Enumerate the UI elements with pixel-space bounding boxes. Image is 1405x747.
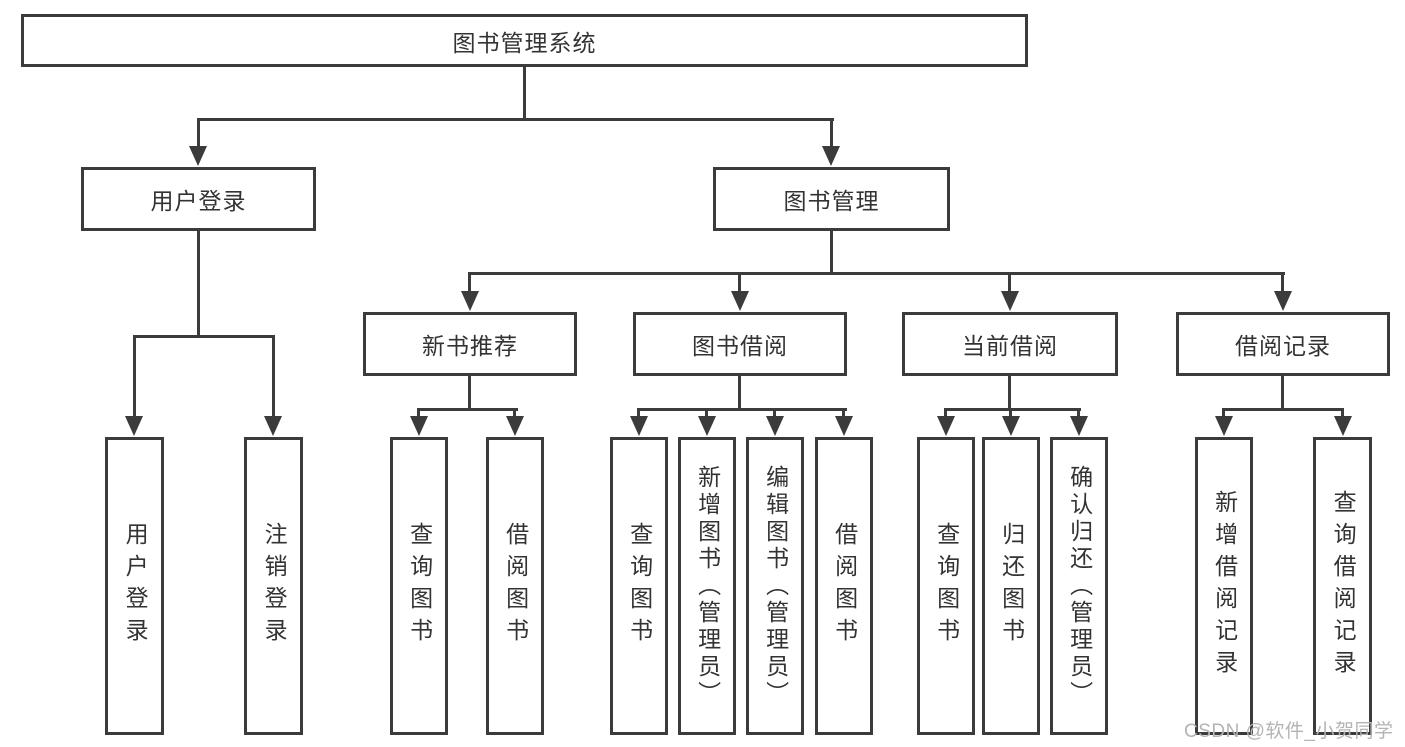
node-label: 确认归还（管理员）	[1066, 464, 1093, 708]
node-label: 归还图书	[998, 522, 1025, 650]
node-label: 借阅图书	[831, 522, 858, 650]
connector-line	[1008, 272, 1011, 304]
connector-line	[830, 231, 833, 275]
leaf-borrow-books-recommend: 借阅图书	[486, 437, 544, 735]
leaf-add-book-admin: 新增图书（管理员）	[678, 437, 736, 735]
arrowhead-icon	[506, 416, 524, 436]
connector-line	[738, 272, 741, 304]
arrowhead-icon	[698, 416, 716, 436]
node-user-login: 用户登录	[81, 167, 316, 231]
arrowhead-icon	[937, 416, 955, 436]
connector-line	[133, 335, 275, 338]
arrowhead-icon	[731, 291, 749, 311]
connector-line	[133, 335, 136, 427]
arrowhead-icon	[1274, 291, 1292, 311]
leaf-add-borrow-record: 新增借阅记录	[1195, 437, 1253, 735]
connector-line	[272, 335, 275, 427]
arrowhead-icon	[1002, 416, 1020, 436]
arrowhead-icon	[630, 416, 648, 436]
node-current-borrow: 当前借阅	[902, 312, 1118, 376]
node-label: 编辑图书（管理员）	[762, 464, 789, 708]
node-label: 注销登录	[261, 522, 288, 650]
connector-line	[468, 376, 471, 411]
node-book-borrow: 图书借阅	[633, 312, 847, 376]
connector-line	[1281, 376, 1284, 411]
arrowhead-icon	[822, 146, 840, 166]
leaf-return-books: 归还图书	[982, 437, 1040, 735]
leaf-query-books-recommend: 查询图书	[390, 437, 448, 735]
connector-line	[830, 118, 833, 156]
connector-line	[637, 408, 847, 411]
node-label: 查询借阅记录	[1330, 490, 1357, 682]
leaf-edit-book-admin: 编辑图书（管理员）	[746, 437, 804, 735]
arrowhead-icon	[1215, 416, 1233, 436]
node-borrow-records: 借阅记录	[1176, 312, 1390, 376]
node-label: 查询图书	[406, 522, 433, 650]
connector-line	[468, 272, 471, 304]
leaf-logout: 注销登录	[244, 437, 303, 735]
node-label: 借阅图书	[502, 522, 529, 650]
node-label: 查询图书	[626, 522, 653, 650]
connector-line	[944, 408, 1081, 411]
connector-line	[1222, 408, 1344, 411]
node-label: 新增图书（管理员）	[694, 464, 721, 708]
node-book-management: 图书管理	[713, 167, 950, 231]
connector-line	[197, 231, 200, 338]
leaf-borrow-books: 借阅图书	[815, 437, 873, 735]
connector-line	[197, 118, 834, 121]
leaf-user-login: 用户登录	[105, 437, 164, 735]
connector-line	[523, 67, 526, 121]
connector-line	[468, 272, 1285, 275]
leaf-query-books-current: 查询图书	[917, 437, 975, 735]
connector-line	[1008, 376, 1011, 411]
arrowhead-icon	[189, 146, 207, 166]
node-library-management-system: 图书管理系统	[21, 14, 1028, 67]
arrowhead-icon	[264, 416, 282, 436]
arrowhead-icon	[125, 416, 143, 436]
connector-line	[738, 376, 741, 411]
leaf-query-borrow-record: 查询借阅记录	[1313, 437, 1372, 735]
arrowhead-icon	[1001, 291, 1019, 311]
watermark: CSDN @软件_小贺同学	[1184, 721, 1394, 742]
arrowhead-icon	[1070, 416, 1088, 436]
arrowhead-icon	[1334, 416, 1352, 436]
leaf-query-books: 查询图书	[610, 437, 668, 735]
arrowhead-icon	[461, 291, 479, 311]
arrowhead-icon	[766, 416, 784, 436]
arrowhead-icon	[410, 416, 428, 436]
leaf-confirm-return-admin: 确认归还（管理员）	[1050, 437, 1108, 735]
node-label: 用户登录	[122, 522, 149, 650]
connector-line	[197, 118, 200, 156]
arrowhead-icon	[835, 416, 853, 436]
connector-line	[417, 408, 518, 411]
node-label: 新增借阅记录	[1211, 490, 1238, 682]
node-new-book-recommend: 新书推荐	[363, 312, 577, 376]
node-label: 查询图书	[933, 522, 960, 650]
connector-line	[1281, 272, 1284, 304]
